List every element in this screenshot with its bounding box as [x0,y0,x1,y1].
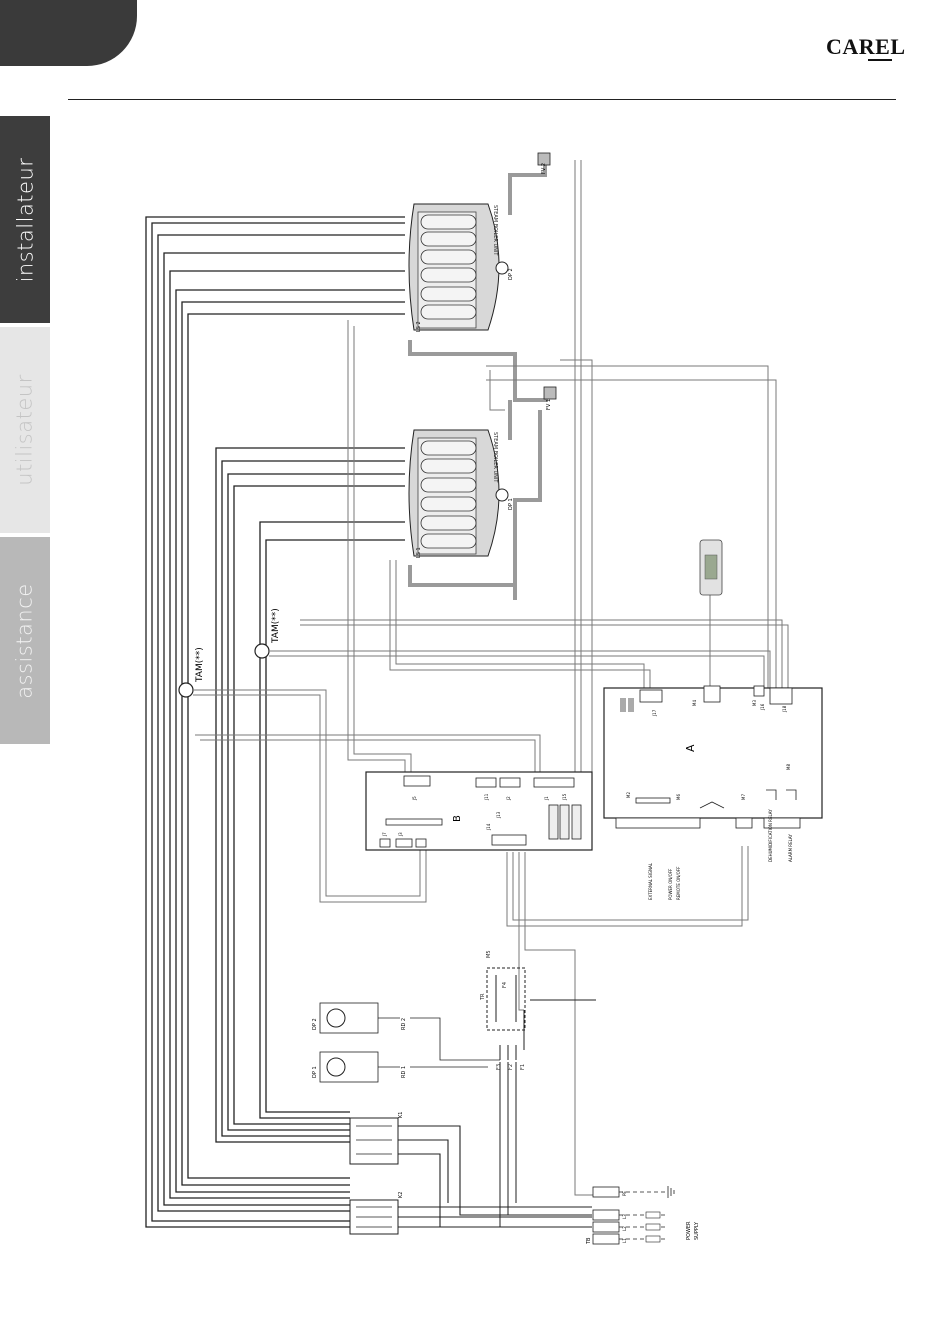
tab-installateur[interactable]: installateur [0,116,50,323]
power-label: POWER [686,1221,692,1240]
boiler-valves: FV 2 FV 1 DP 2 DP 1 LS 2 LS 1 [416,152,557,558]
f3-label: F3 [496,1064,502,1070]
transformer-section: TR F4 F3 F2 F1 M5 [480,951,596,1227]
l2-label: L2 [622,1226,627,1231]
contactors: K1 K2 [349,1112,592,1235]
external-signal-label: EXTERNAL SIGNAL [648,862,653,900]
j7-label: J7 [382,832,387,837]
header-rule [68,99,896,100]
m4-label: M4 [692,700,697,706]
boiler-2-label: STEAM BOILER UNIT [492,432,498,483]
ls2-label: LS 2 [416,321,422,332]
logo-underline [868,59,892,61]
remote-onoff-label: REMOTE ON/OFF [676,866,681,900]
drain-pumps: DP 2 DP 1 RD 2 RD 1 [312,1002,500,1083]
j14-label: J14 [486,823,491,831]
alarm-relay-label: ALARM RELAY [788,834,793,862]
board-a: A J17 J16 J18 M2 M3 M4 M6 M7 M8 EXTERNAL… [603,685,823,900]
l1-label: L1 [622,1238,627,1243]
j16-label: J16 [760,703,765,711]
dehumidification-relay-label: DEHUMIDIFICATION RELAY [768,809,773,862]
m7-label: M7 [741,794,746,800]
m6-label: M6 [676,794,681,800]
dp1-valve-label: DP 1 [508,498,514,510]
dp1-pump-label: DP 1 [312,1066,318,1078]
j1-label: J1 [544,796,549,801]
j3-label: J3 [398,832,403,837]
pe-label: PE [622,1191,627,1196]
j18-label: J18 [782,705,787,713]
j13-label: J13 [496,811,501,819]
f4-label: F4 [502,982,508,988]
j11-label: J11 [484,793,489,801]
corner-tab [0,0,137,66]
j2-label: J2 [506,796,511,801]
k2-label: K2 [398,1192,404,1198]
dp2-valve-label: DP 2 [508,268,514,280]
remote-terminal [699,539,723,596]
fv1-label: FV 1 [546,399,552,410]
signal-wires [193,160,789,1196]
power-supply-block: TB POWER SUPPLY PE L3 L2 L1 [586,1186,700,1245]
board-b: B J5 J11 J2 J1 J15 J13 J14 J7 J3 [365,771,593,851]
k1-label: K1 [398,1112,404,1118]
boiler-unit-2: STEAM BOILER UNIT [408,429,500,557]
f1-label: F1 [520,1064,526,1070]
j5-label: J5 [412,796,417,801]
board-a-label: A [684,744,697,752]
tam-ammeters: TAM(**) TAM(**) [178,608,281,698]
transformer-label: TR [480,993,486,1001]
tam-ammeter-2 [254,643,270,659]
l3-label: L3 [622,1214,627,1219]
ls1-label: LS 1 [416,547,422,558]
board-b-label: B [452,815,463,822]
supply-label: SUPPLY [694,1221,700,1240]
fv2-label: FV 2 [541,163,547,174]
tam-2-label: TAM(**) [271,608,281,644]
tam-1-label: TAM(**) [195,647,205,683]
tab-utilisateur[interactable]: utilisateur [0,327,50,533]
tb-label: TB [586,1237,592,1245]
m8-label: M8 [786,764,791,770]
power-onoff-label: POWER ON/OFF [668,868,673,900]
power-wires [145,216,405,1228]
j17-label: J17 [652,709,657,717]
pipes [408,160,548,600]
f2-label: F2 [508,1064,514,1070]
rd1-label: RD 1 [401,1066,407,1078]
tam-ammeter-1 [178,682,194,698]
boiler-1-label: STEAM BOILER UNIT [492,205,498,256]
m2-label: M2 [626,792,631,798]
carel-logo: CAREL [826,34,906,59]
boiler-unit-1: STEAM BOILER UNIT [408,203,500,331]
dp2-pump-label: DP 2 [312,1018,318,1030]
m5-fuse-label: M5 [486,951,492,959]
rd2-label: RD 2 [401,1018,407,1030]
j15-label: J15 [562,793,567,801]
m3-label: M3 [752,700,757,706]
tab-assistance[interactable]: assistance [0,537,50,744]
